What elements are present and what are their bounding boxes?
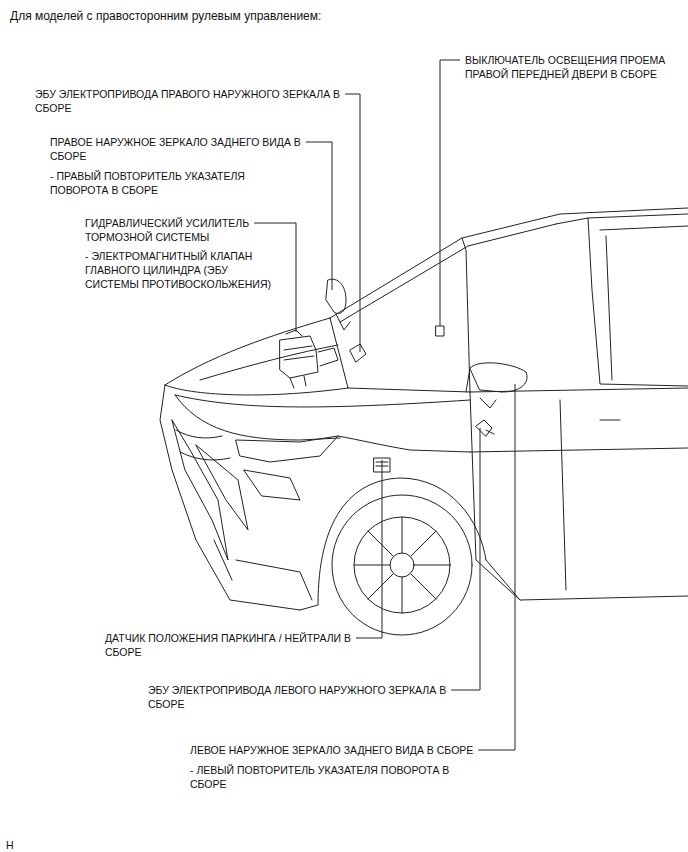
part-label: ЭБУ ЭЛЕКТРОПРИВОДА ЛЕВОГО НАРУЖНОГО ЗЕРК…: [148, 683, 466, 711]
part-label: H: [6, 838, 26, 852]
part-label: - ЛЕВЫЙ ПОВТОРИТЕЛЬ УКАЗАТЕЛЯ ПОВОРОТА В…: [190, 763, 462, 791]
part-label: ВЫКЛЮЧАТЕЛЬ ОСВЕЩЕНИЯ ПРОЕМА ПРАВОЙ ПЕРЕ…: [465, 53, 683, 81]
part-label: ЛЕВОЕ НАРУЖНОЕ ЗЕРКАЛО ЗАДНЕГО ВИДА В СБ…: [190, 743, 510, 757]
leader-line: [345, 94, 360, 352]
part-label: - ПРАВЫЙ ПОВТОРИТЕЛЬ УКАЗАТЕЛЯ ПОВОРОТА …: [50, 169, 255, 197]
part-label: - ЭЛЕКТРОМАГНИТНЫЙ КЛАПАН ГЛАВНОГО ЦИЛИН…: [85, 249, 275, 291]
part-label: ЭБУ ЭЛЕКТРОПРИВОДА ПРАВОГО НАРУЖНОГО ЗЕР…: [35, 87, 347, 115]
leader-line: [306, 142, 332, 290]
part-label: ГИДРАВЛИЧЕСКИЙ УСИЛИТЕЛЬ ТОРМОЗНОЙ СИСТЕ…: [85, 216, 275, 244]
part-label: ПРАВОЕ НАРУЖНОЕ ЗЕРКАЛО ЗАДНЕГО ВИДА В С…: [50, 135, 312, 163]
heading: Для моделей с правосторонним рулевым упр…: [10, 9, 321, 24]
leader-line: [440, 60, 460, 326]
part-label: ДАТЧИК ПОЛОЖЕНИЯ ПАРКИНГА / НЕЙТРАЛИ В С…: [105, 631, 363, 659]
leader-line: [356, 460, 382, 638]
leader-line: [254, 223, 296, 332]
